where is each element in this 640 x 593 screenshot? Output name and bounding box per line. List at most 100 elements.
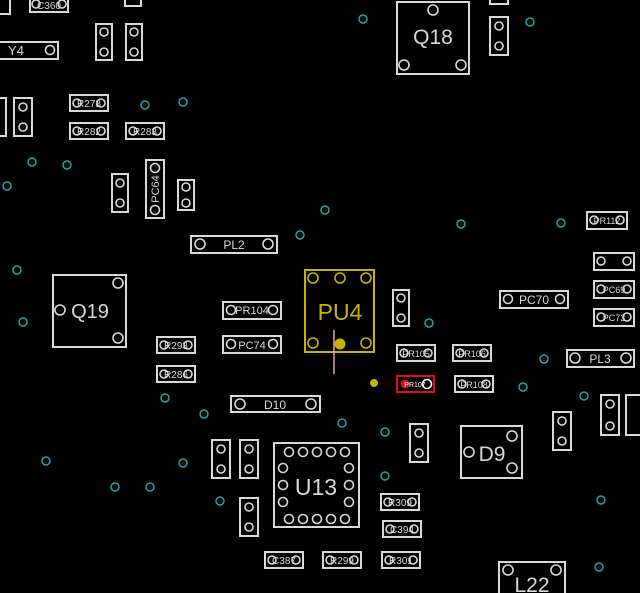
r286-resistor[interactable]: R286	[156, 365, 196, 383]
q18-transistor[interactable]: Q18	[396, 1, 470, 75]
via-layer	[2, 14, 606, 572]
r301-label: R301	[389, 556, 413, 567]
via	[358, 14, 368, 24]
pc64-capacitor[interactable]: PC64	[145, 159, 165, 219]
resistor-vertical-u13-2[interactable]	[239, 439, 259, 479]
q19-transistor[interactable]: Q19	[52, 274, 127, 348]
y4-crystal[interactable]: Y4	[0, 41, 59, 60]
pl3-label: PL3	[589, 352, 611, 366]
top-edge-part-2[interactable]	[124, 0, 142, 7]
u13-pin	[343, 496, 355, 508]
via	[380, 471, 390, 481]
r301-resistor[interactable]: R301	[381, 551, 421, 569]
resistor-vertical-d9[interactable]	[409, 423, 429, 463]
d9-diode[interactable]: D9	[460, 425, 523, 479]
u13-pin	[277, 479, 289, 491]
pr107-label: PR107	[404, 382, 426, 389]
r293-resistor[interactable]: R293	[156, 336, 196, 354]
resistor-vertical-q18[interactable]	[489, 16, 509, 56]
pr112-resistor[interactable]: PR112	[586, 211, 628, 230]
r299-resistor[interactable]: R299	[322, 551, 362, 569]
u13-pin	[339, 446, 351, 458]
resistor-vertical-1[interactable]	[95, 23, 113, 61]
r283-resistor[interactable]: R283	[125, 122, 165, 140]
c387-capacitor[interactable]: C387	[264, 551, 304, 569]
u13-pin	[311, 513, 323, 525]
pl3-inductor[interactable]: PL3	[566, 349, 635, 368]
resistor-right-1[interactable]	[593, 252, 635, 271]
c387-label: C387	[272, 556, 296, 567]
r282-label: R282	[77, 127, 101, 138]
via	[12, 265, 22, 275]
u13-ic[interactable]: U13	[273, 442, 360, 528]
resistor-vertical-u13-1[interactable]	[211, 439, 231, 479]
via	[27, 157, 37, 167]
via	[62, 160, 72, 170]
via	[320, 205, 330, 215]
pr105-resistor[interactable]: PR105	[396, 344, 436, 362]
via	[556, 218, 566, 228]
c394-label: C394	[390, 525, 414, 536]
via	[145, 482, 155, 492]
u13-pin	[283, 446, 295, 458]
resistor-vertical-pu4[interactable]	[392, 289, 410, 327]
pr104-resistor[interactable]: PR104	[222, 301, 282, 320]
resistor-vertical-right-2[interactable]	[600, 394, 620, 436]
r309-resistor[interactable]: R309	[380, 493, 420, 511]
pc74-capacitor[interactable]: PC74	[222, 335, 282, 354]
u13-pin	[311, 446, 323, 458]
pr107-resistor-selected[interactable]: PR107	[396, 375, 435, 393]
pl2-inductor[interactable]: PL2	[190, 235, 278, 254]
r282-resistor[interactable]: R282	[69, 122, 109, 140]
resistor-vertical-right-1[interactable]	[552, 411, 572, 451]
via	[295, 230, 305, 240]
via	[596, 495, 606, 505]
pc69-capacitor[interactable]: PC69	[593, 280, 635, 299]
l22-inductor[interactable]: L22	[498, 561, 566, 593]
pc73-capacitor[interactable]: PC73	[593, 308, 635, 327]
pr108-label: PR108	[460, 380, 488, 390]
pr108-resistor[interactable]: PR108	[454, 375, 494, 393]
via	[41, 456, 51, 466]
c394-capacitor[interactable]: C394	[382, 520, 422, 538]
top-edge-part-3[interactable]	[489, 0, 509, 5]
via	[160, 393, 170, 403]
pc69-label: PC69	[603, 285, 626, 295]
left-edge-part-1[interactable]	[0, 97, 7, 137]
via	[424, 318, 434, 328]
resistor-vertical-4[interactable]	[177, 179, 195, 211]
l22-label: L22	[514, 574, 549, 593]
pc70-capacitor[interactable]: PC70	[499, 290, 569, 309]
r309-label: R309	[388, 498, 412, 509]
via	[18, 317, 28, 327]
r278-label: R278	[77, 99, 101, 110]
d9-label: D9	[479, 443, 506, 466]
r299-label: R299	[330, 556, 354, 567]
u13-pin	[283, 513, 295, 525]
d10-diode[interactable]: D10	[230, 395, 321, 413]
resistor-vertical-u13-3[interactable]	[239, 497, 259, 537]
c360-label: C360	[37, 1, 61, 12]
u13-pin	[325, 513, 337, 525]
via	[380, 427, 390, 437]
via	[215, 496, 225, 506]
c360-capacitor[interactable]: C360	[29, 0, 69, 13]
resistor-vertical-right-3[interactable]	[625, 394, 640, 436]
u13-pin	[343, 462, 355, 474]
r278-resistor[interactable]: R278	[69, 94, 109, 112]
y4-label: Y4	[8, 43, 24, 58]
pu4-regulator-ic[interactable]: PU4	[304, 269, 375, 353]
top-edge-part-1[interactable]	[0, 0, 11, 15]
resistor-vertical-2[interactable]	[125, 23, 143, 61]
via	[140, 100, 150, 110]
pu4-label: PU4	[318, 299, 363, 325]
pr106-resistor[interactable]: PR106	[452, 344, 492, 362]
left-edge-part-2[interactable]	[13, 97, 33, 137]
pr106-label: PR106	[458, 349, 486, 359]
u13-pin	[343, 479, 355, 491]
resistor-vertical-3[interactable]	[111, 173, 129, 213]
via	[518, 382, 528, 392]
u13-label: U13	[295, 474, 337, 500]
